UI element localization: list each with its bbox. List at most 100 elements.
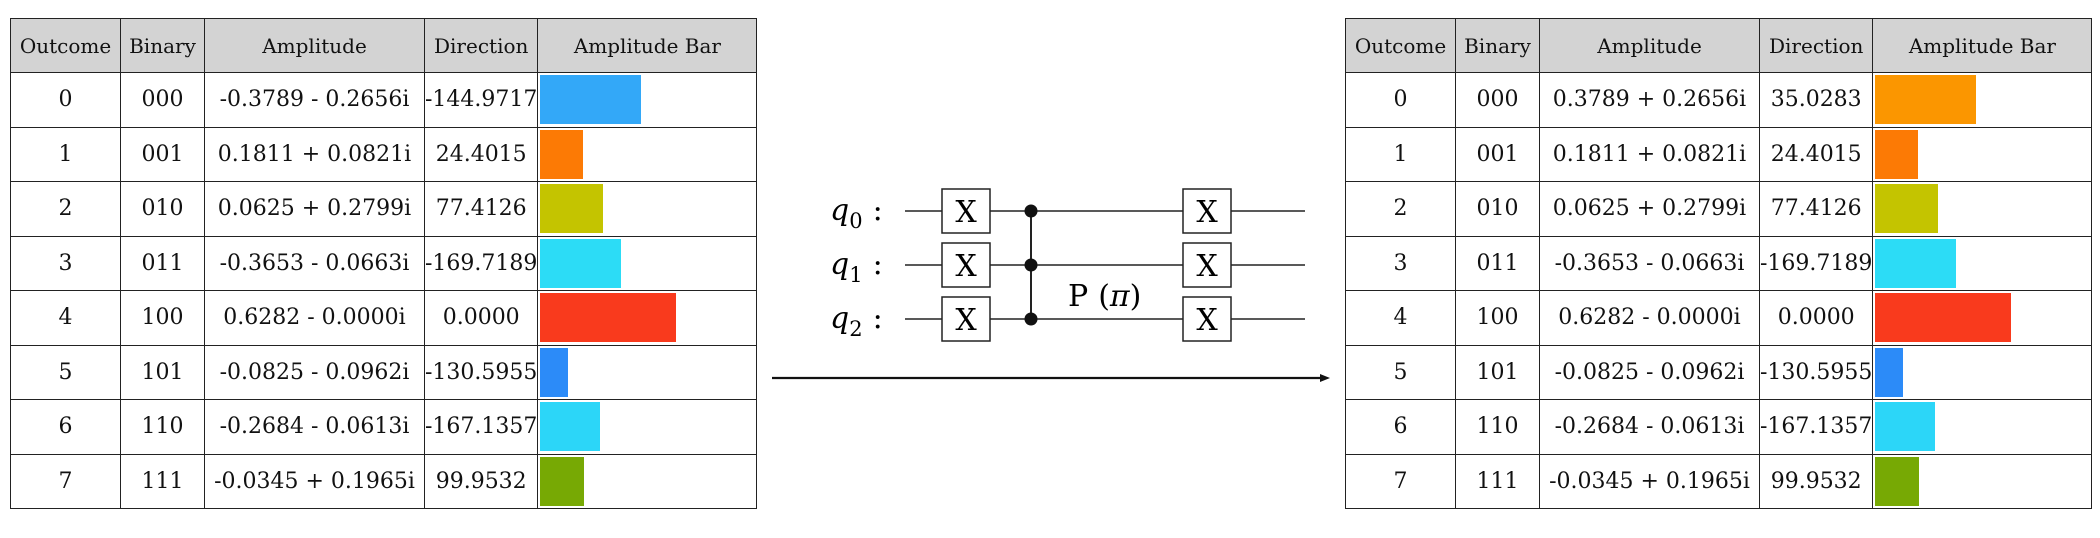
amplitude-bar [1875,129,1919,179]
binary-cell: 010 [120,181,205,237]
direction-cell: -169.7189 [1758,235,1874,291]
amplitude-bar-cell [537,181,758,237]
quantum-circuit: q0: q1: q2: X X X P(π) X X X [830,188,1305,342]
direction-cell: 77.4126 [423,181,539,237]
direction-cell: -144.9717 [423,72,539,128]
amplitude-bar-cell [1872,290,2093,346]
binary-cell: 011 [120,235,205,291]
final-state-table: Outcome Binary Amplitude Direction Ampli… [1345,18,2093,509]
amplitude-bar-cell [537,235,758,291]
amplitude-bar [1875,347,1903,397]
binary-cell: 000 [120,72,205,128]
direction-cell: 77.4126 [1758,181,1874,237]
amplitude-bar [540,129,584,179]
amplitude-cell: -0.3789 - 0.2656i [204,72,425,128]
outcome-cell: 5 [1345,344,1456,400]
amplitude-bar [540,75,641,125]
header-binary: Binary [1455,18,1540,73]
amplitude-cell: 0.1811 + 0.0821i [204,126,425,182]
amplitude-bar [540,184,603,234]
amplitude-bar-cell [1872,399,2093,455]
header-direction: Direction [423,18,539,73]
amplitude-cell: 0.6282 - 0.0000i [1539,290,1760,346]
amplitude-bar [1875,184,1938,234]
x-gate: X [1182,188,1232,234]
x-gate: X [1182,296,1232,342]
amplitude-cell: 0.3789 + 0.2656i [1539,72,1760,128]
amplitude-bar-cell [1872,453,2093,509]
header-outcome: Outcome [1345,18,1456,73]
outcome-cell: 1 [10,126,121,182]
qubit-label-q2: q2: [830,301,883,341]
binary-cell: 001 [1455,126,1540,182]
amplitude-bar-cell [537,344,758,400]
binary-cell: 100 [1455,290,1540,346]
amplitude-cell: -0.0345 + 0.1965i [204,453,425,509]
svg-text:X: X [1196,303,1218,338]
header-row: Outcome Binary Amplitude Direction Ampli… [1345,18,2093,73]
binary-cell: 110 [120,399,205,455]
amplitude-bar [1875,293,2012,343]
arrow-head-icon [1320,374,1330,382]
amplitude-cell: 0.1811 + 0.0821i [1539,126,1760,182]
binary-cell: 111 [120,453,205,509]
amplitude-bar [1875,402,1935,452]
qubit-label-q1: q1: [830,247,883,287]
binary-cell: 010 [1455,181,1540,237]
amplitude-bar [540,456,584,506]
binary-cell: 101 [1455,344,1540,400]
svg-text:X: X [955,303,977,338]
x-gate: X [941,242,991,288]
direction-cell: 99.9532 [1758,453,1874,509]
amplitude-cell: -0.2684 - 0.0613i [204,399,425,455]
amplitude-bar [540,347,568,397]
amplitude-bar-cell [537,126,758,182]
amplitude-cell: -0.0825 - 0.0962i [204,344,425,400]
phase-gate-label: P(π) [1068,279,1141,314]
x-gate: X [941,296,991,342]
outcome-cell: 7 [1345,453,1456,509]
direction-cell: -130.5955 [1758,344,1874,400]
outcome-cell: 5 [10,344,121,400]
amplitude-bar [540,293,677,343]
outcome-cell: 3 [1345,235,1456,291]
svg-text:X: X [955,195,977,230]
direction-cell: 99.9532 [423,453,539,509]
header-amplitude: Amplitude [204,18,425,73]
amplitude-bar-cell [1872,235,2093,291]
amplitude-cell: -0.0345 + 0.1965i [1539,453,1760,509]
svg-text:X: X [1196,195,1218,230]
direction-cell: 24.4015 [423,126,539,182]
amplitude-bar [540,402,600,452]
amplitude-bar [1875,456,1919,506]
outcome-cell: 4 [1345,290,1456,346]
amplitude-cell: 0.6282 - 0.0000i [204,290,425,346]
initial-state-table: Outcome Binary Amplitude Direction Ampli… [10,18,758,509]
control-dot [1024,312,1038,326]
x-gate: X [1182,242,1232,288]
amplitude-bar-cell [537,290,758,346]
x-gate: X [941,188,991,234]
binary-cell: 000 [1455,72,1540,128]
outcome-cell: 6 [10,399,121,455]
header-amplitude-bar: Amplitude Bar [537,18,758,73]
amplitude-bar [1875,238,1956,288]
binary-cell: 011 [1455,235,1540,291]
transform-arrow [772,374,1330,382]
amplitude-bar-cell [537,399,758,455]
direction-cell: 0.0000 [423,290,539,346]
outcome-cell: 7 [10,453,121,509]
amplitude-bar [1875,75,1976,125]
direction-cell: 0.0000 [1758,290,1874,346]
outcome-cell: 2 [10,181,121,237]
